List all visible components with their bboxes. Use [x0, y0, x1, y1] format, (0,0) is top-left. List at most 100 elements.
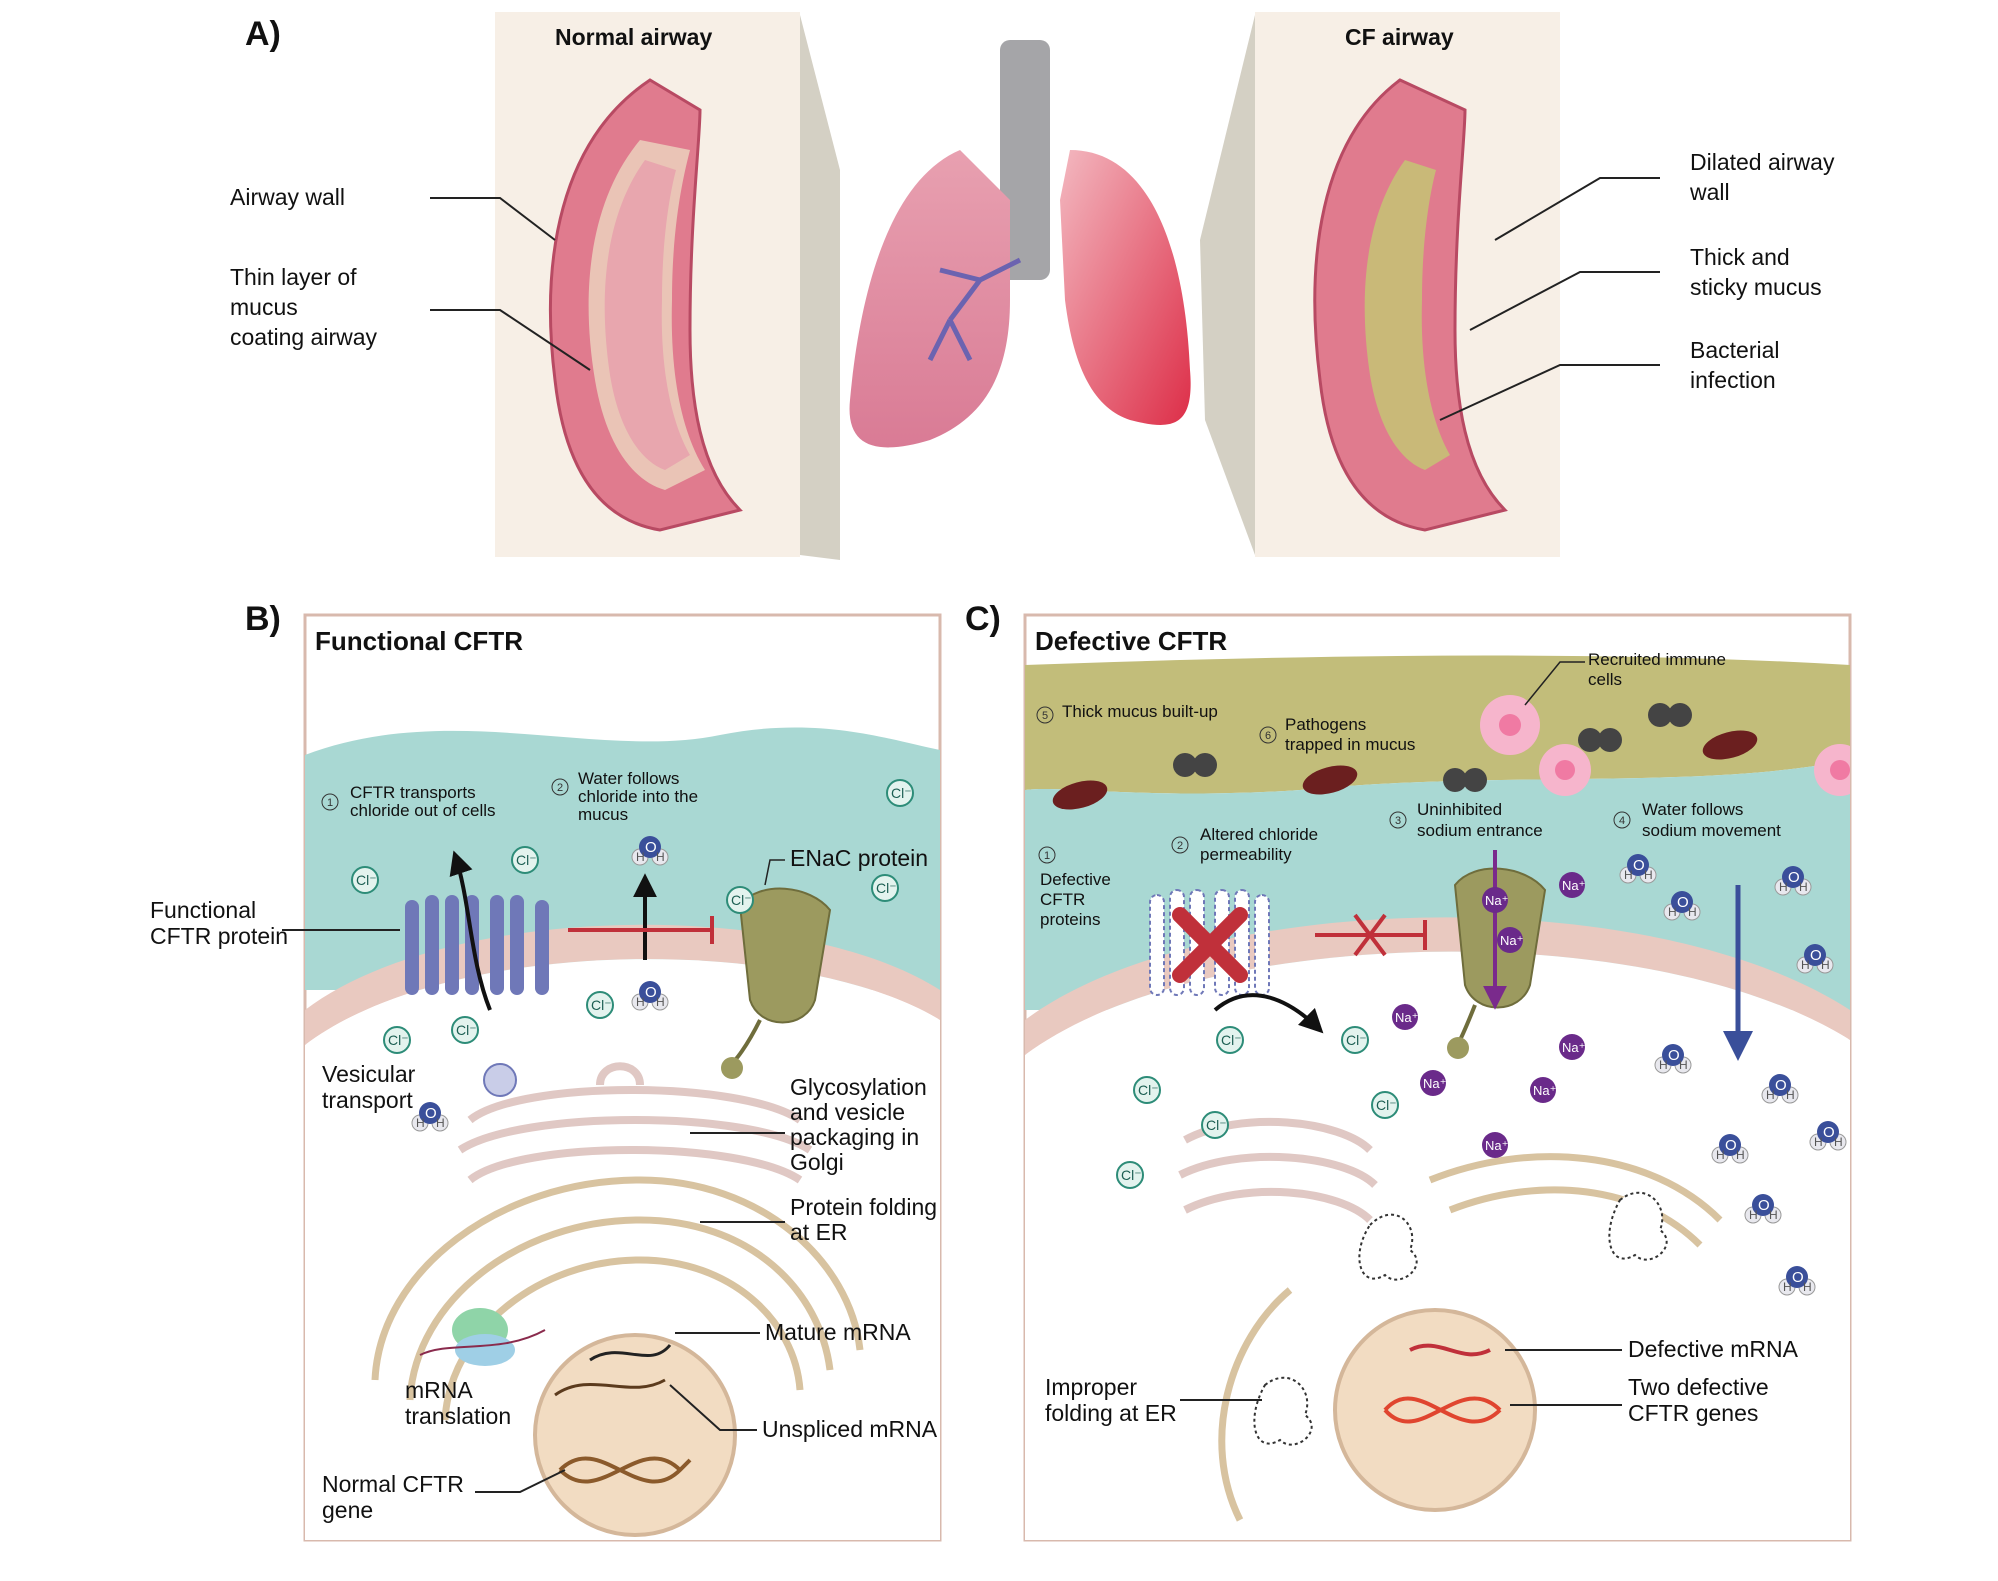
golgi-label-2: and vesicle [790, 1099, 905, 1125]
svg-text:H: H [1644, 868, 1653, 882]
svg-text:H: H [1814, 1135, 1823, 1149]
altered-label-1: Altered chloride [1200, 825, 1318, 844]
chloride-ion-label: Cl⁻ [356, 872, 377, 888]
er-label-1: Protein folding [790, 1194, 937, 1220]
translation-label-2: translation [405, 1403, 511, 1429]
sodium-ion-label: Na⁺ [1562, 878, 1585, 893]
sodium-ion-label: Na⁺ [1500, 933, 1523, 948]
unspliced-label: Unspliced mRNA [762, 1416, 938, 1442]
mucus-layer-c [1025, 655, 1850, 794]
mature-mrna-strand [589, 1343, 672, 1362]
chloride-ion-label: Cl⁻ [1206, 1117, 1227, 1133]
svg-text:H: H [1736, 1148, 1745, 1162]
svg-text:H: H [1716, 1148, 1725, 1162]
svg-text:H: H [1624, 868, 1633, 882]
svg-text:H: H [1803, 1280, 1812, 1294]
step-4-num-c: 4 [1619, 815, 1625, 827]
panel-b-title: Functional CFTR [315, 626, 523, 656]
pathogens-label-1: Pathogens [1285, 715, 1366, 734]
svg-text:O: O [1677, 894, 1689, 911]
svg-text:O: O [1633, 857, 1645, 874]
vesicle-icon [483, 1063, 517, 1097]
sodium-ion-label: Na⁺ [1485, 1138, 1508, 1153]
bacteria-icon [1052, 730, 1758, 810]
svg-text:H: H [636, 995, 645, 1009]
enac-label: ENaC protein [790, 845, 928, 871]
uninhibited-label-1: Uninhibited [1417, 800, 1502, 819]
leader-bacterial [1439, 364, 1660, 421]
svg-text:O: O [1810, 947, 1822, 964]
defective-proteins-3: proteins [1040, 910, 1100, 929]
vesicular-label-2: transport [322, 1087, 413, 1113]
label-dilated-2: wall [1689, 179, 1730, 205]
water-sodium-label-1: Water follows [1642, 800, 1743, 819]
step-2-icon-c [1171, 836, 1189, 854]
chloride-ion-label: Cl⁻ [731, 892, 752, 908]
label-thin-layer-1: Thin layer of [230, 264, 357, 290]
sodium-ion [1482, 1132, 1508, 1158]
step2-line1: Water follows [578, 769, 679, 788]
svg-text:O: O [1758, 1197, 1770, 1214]
sodium-ions-c: Na⁺Na⁺Na⁺Na⁺Na⁺Na⁺Na⁺Na⁺ [1392, 872, 1585, 1158]
svg-text:H: H [436, 1116, 445, 1130]
chloride-ion [886, 779, 914, 807]
svg-text:O: O [1775, 1077, 1787, 1094]
step-3-num-c: 3 [1395, 815, 1401, 827]
svg-text:H: H [1799, 880, 1808, 894]
svg-text:O: O [1725, 1137, 1737, 1154]
defective-mrna-strand [1409, 1343, 1491, 1357]
label-dilated-1: Dilated airway [1690, 149, 1835, 175]
chloride-ion [1133, 1076, 1161, 1104]
chloride-ion-label: Cl⁻ [891, 785, 912, 801]
step-1-icon-c [1038, 846, 1056, 864]
leader-dilated [1494, 177, 1660, 241]
leader-thick-mucus [1469, 271, 1660, 331]
chloride-ions-b: Cl⁻Cl⁻Cl⁻Cl⁻Cl⁻Cl⁻Cl⁻Cl⁻ [351, 779, 914, 1054]
svg-text:H: H [1834, 1135, 1843, 1149]
chloride-ion-label: Cl⁻ [1346, 1032, 1367, 1048]
sodium-ion [1497, 927, 1523, 953]
label-thick-1: Thick and [1690, 244, 1790, 270]
step-4-icon-c [1613, 811, 1631, 829]
panel-c-title: Defective CFTR [1035, 626, 1227, 656]
two-genes-label-1: Two defective [1628, 1374, 1769, 1400]
golgi-label-3: packaging in [790, 1124, 919, 1150]
step-5-icon [1036, 706, 1054, 724]
ribosome-icon [419, 1308, 546, 1366]
misfolded-protein-icon [1358, 1213, 1418, 1281]
er-label-2: at ER [790, 1219, 848, 1245]
svg-text:O: O [645, 839, 657, 856]
sodium-ion-label: Na⁺ [1423, 1076, 1446, 1091]
chloride-ion [383, 1026, 411, 1054]
svg-text:H: H [656, 850, 665, 864]
er-c [1218, 1153, 1723, 1522]
svg-text:H: H [1668, 905, 1677, 919]
chloride-ion [1216, 1026, 1244, 1054]
uninhibited-label-2: sodium entrance [1417, 821, 1543, 840]
chloride-ion [871, 874, 899, 902]
chloride-ion-label: Cl⁻ [456, 1022, 477, 1038]
nucleus-c [1333, 1308, 1537, 1512]
chloride-ion [726, 886, 754, 914]
label-thin-layer-3: coating airway [230, 324, 378, 350]
two-genes-label-2: CFTR genes [1628, 1400, 1758, 1426]
step-1-num-c: 1 [1044, 850, 1050, 862]
blocked-x-icon [1172, 907, 1248, 983]
step-6-num: 6 [1265, 730, 1271, 742]
svg-text:O: O [1823, 1124, 1835, 1141]
chloride-ion-label: Cl⁻ [1376, 1097, 1397, 1113]
chloride-ion-label: Cl⁻ [388, 1032, 409, 1048]
translation-label-1: mRNA [405, 1377, 473, 1403]
svg-text:H: H [1766, 1088, 1775, 1102]
chloride-ion [586, 991, 614, 1019]
zoom-wedge-left [800, 15, 840, 560]
svg-text:H: H [1779, 880, 1788, 894]
